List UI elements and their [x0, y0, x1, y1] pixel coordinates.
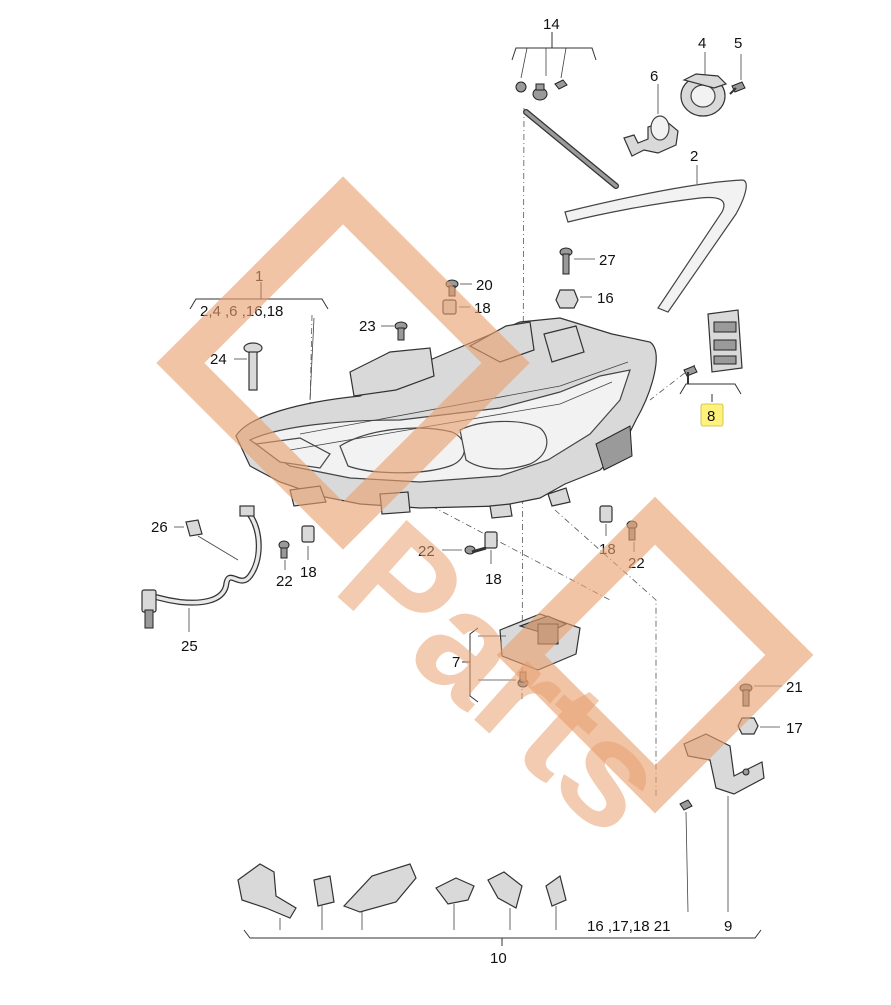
callout-10-parts-list: 16 ,17,18 21 — [587, 918, 670, 935]
callout-25: 25 — [181, 638, 198, 655]
part-8-led-module — [679, 309, 743, 402]
bracket-14 — [511, 32, 597, 61]
part-18-clip-center — [484, 531, 498, 564]
callout-5: 5 — [734, 35, 742, 52]
bolt-lower-right — [679, 799, 693, 913]
part-10-bracket-set — [237, 863, 567, 930]
callout-18-left: 18 — [300, 564, 317, 581]
bracket-10 — [243, 929, 762, 946]
part-27-screw — [559, 247, 595, 275]
callout-6: 6 — [650, 68, 658, 85]
part-23-screw — [381, 321, 408, 341]
part-18-clip-right — [599, 505, 613, 536]
part-25-wiring-harness — [141, 505, 262, 632]
callout-22-center: 22 — [418, 543, 435, 560]
callout-2: 2 — [690, 148, 698, 165]
part-26-clip — [174, 519, 203, 537]
part-24-adjuster-screw — [234, 342, 263, 391]
callout-26: 26 — [151, 519, 168, 536]
callout-9: 9 — [724, 918, 732, 935]
part-2-trim-strip — [564, 165, 747, 313]
callout-7: 7 — [452, 654, 460, 671]
callout-18-center: 18 — [485, 571, 502, 588]
part-5-screw — [729, 54, 746, 95]
part-6-bulb — [623, 84, 679, 157]
callout-24: 24 — [210, 351, 227, 368]
callout-10: 10 — [490, 950, 507, 967]
part-14-adjuster-rod — [515, 47, 619, 189]
part-16-clip — [555, 289, 592, 309]
callout-20: 20 — [476, 277, 493, 294]
part-4-cap-cover — [680, 52, 728, 117]
callout-8: 8 — [707, 408, 715, 425]
callout-27: 27 — [599, 252, 616, 269]
callout-17: 17 — [786, 720, 803, 737]
part-22-screw-center — [442, 545, 487, 555]
part-22-screw-left — [278, 540, 290, 570]
callout-8-highlight — [700, 403, 724, 427]
callout-16: 16 — [597, 290, 614, 307]
callout-22-left: 22 — [276, 573, 293, 590]
callout-14: 14 — [543, 16, 560, 33]
callout-4: 4 — [698, 35, 706, 52]
part-18-clip-left — [301, 525, 315, 560]
callout-21: 21 — [786, 679, 803, 696]
callout-23: 23 — [359, 318, 376, 335]
